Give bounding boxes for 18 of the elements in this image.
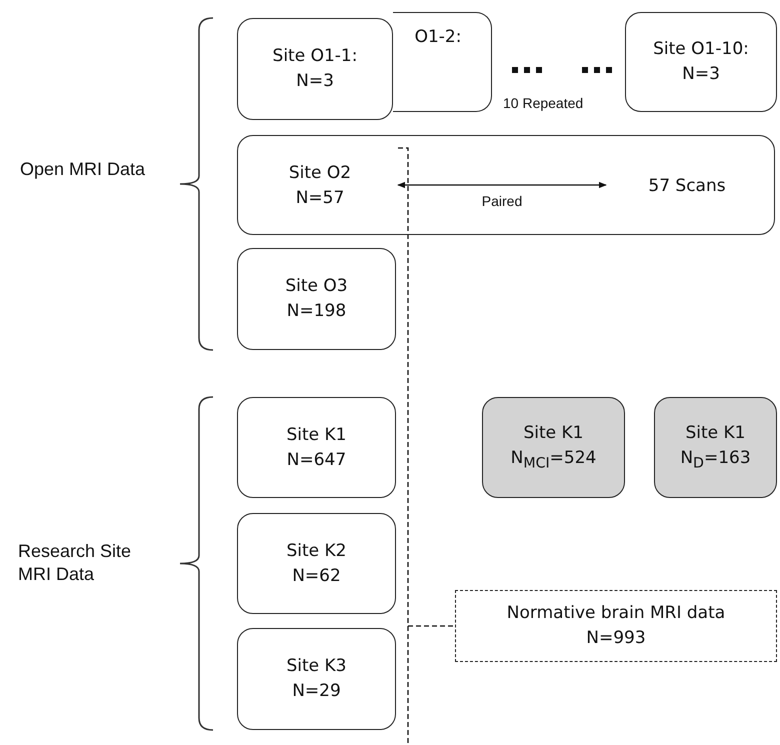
panel-box: [237, 135, 775, 235]
site-box: Site K1 N$_{D}$=163: [654, 397, 777, 498]
site-box: Site K1 N$_{MCI}$=524: [482, 397, 625, 498]
site-box: O1-2:: [393, 12, 492, 112]
site-box: Site K1 N=647: [237, 397, 396, 498]
site-box: Site O3 N=198: [237, 248, 396, 350]
site-label: Site O2 N=57: [241, 151, 399, 221]
group-label: Research Site MRI Data: [18, 540, 132, 586]
normative-data-box: Normative brain MRI data N=993: [455, 590, 777, 662]
dashed-connector: [397, 147, 456, 745]
site-box: Site K3 N=29: [237, 628, 396, 730]
group-label: Open MRI Data: [20, 158, 146, 181]
site-box: Site O1-1: N=3: [237, 18, 393, 120]
scan-count: 57 Scans: [607, 161, 767, 211]
site-box: Site O1-10: N=3: [625, 12, 777, 112]
annotation: 10 Repeated: [503, 94, 584, 112]
double-arrow: [397, 182, 607, 188]
site-box: Site K2 N=62: [237, 513, 396, 614]
